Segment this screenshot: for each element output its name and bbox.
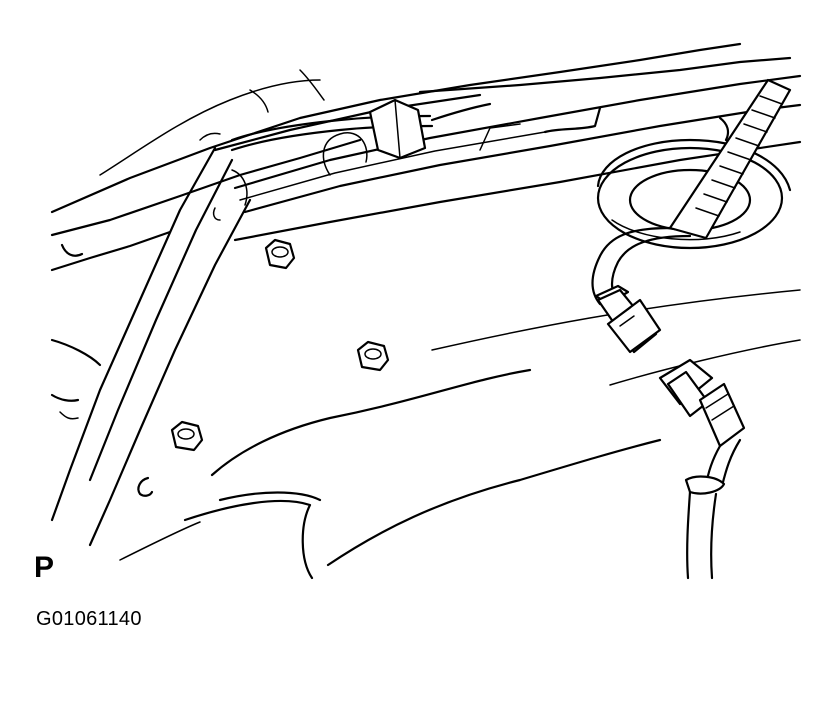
lower-wire-harness [684,438,742,580]
fastener-bolts [137,238,390,497]
bolt-2 [356,340,390,372]
bolt-1 [264,238,296,270]
harness-connector [658,358,746,448]
figure-code: G01061140 [36,608,142,630]
sensor-cable [591,78,792,306]
view-label: P [34,551,55,584]
lower-panel [119,140,802,580]
sensor-connector [594,284,662,354]
cable-sleeve [668,78,792,240]
pillar-structure [50,132,252,547]
bolt-3 [170,420,204,452]
harness-clip [684,475,726,495]
upper-wire-harness [230,98,492,160]
